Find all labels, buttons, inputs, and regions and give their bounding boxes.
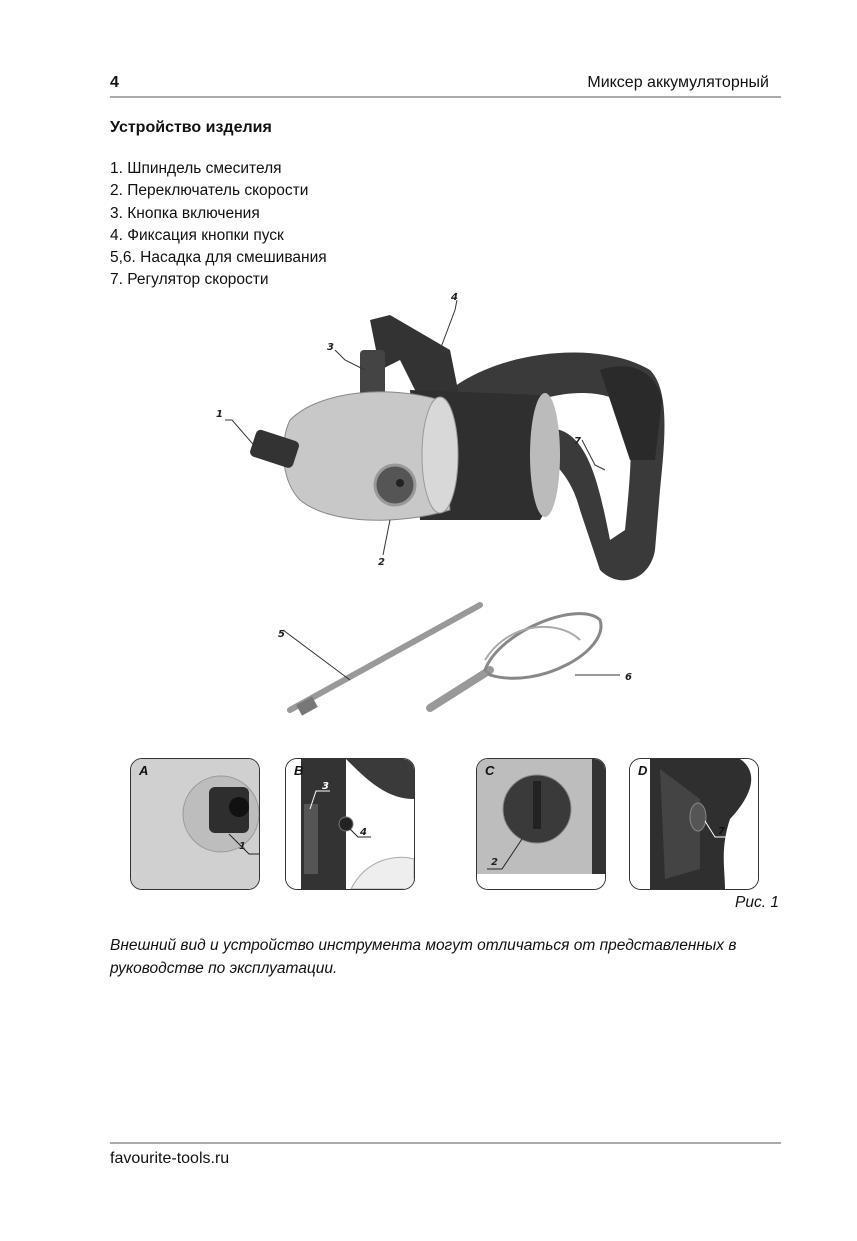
inset-callout: 1 xyxy=(239,841,246,852)
speed-regulator-closeup: 7 xyxy=(630,759,758,889)
inset-c: 2 C xyxy=(476,758,606,890)
mixer-illustration: 1 2 3 4 5 6 7 xyxy=(216,292,665,716)
page-number: 4 xyxy=(110,74,119,91)
spindle-closeup: 1 xyxy=(131,759,259,889)
list-item: 2. Переключатель скорости xyxy=(110,182,309,200)
callout-3: 3 xyxy=(327,342,334,353)
list-item: 3. Кнопка включения xyxy=(110,204,260,222)
inset-callout: 7 xyxy=(718,826,725,837)
list-item: 5,6. Насадка для смешивания xyxy=(110,249,327,267)
list-item: 4. Фиксация кнопки пуск xyxy=(110,226,284,244)
inset-letter: B xyxy=(294,763,304,778)
callout-4: 4 xyxy=(450,292,458,303)
inset-b: 3 4 B xyxy=(285,758,415,890)
speed-switch-closeup: 2 xyxy=(477,759,605,889)
callout-7: 7 xyxy=(574,436,581,447)
inset-callout: 2 xyxy=(491,857,498,868)
disclaimer-note: Внешний вид и устройство инструмента мог… xyxy=(110,937,737,977)
header-divider xyxy=(110,96,781,98)
callout-1: 1 xyxy=(216,409,223,420)
footer-divider xyxy=(110,1142,781,1144)
inset-a: 1 A xyxy=(130,758,260,890)
trigger-closeup: 3 4 xyxy=(286,759,414,889)
inset-callout: 3 xyxy=(322,781,329,792)
inset-letter: D xyxy=(638,763,648,778)
inset-letter: A xyxy=(139,763,149,778)
inset-callout: 4 xyxy=(359,827,367,838)
callout-5: 5 xyxy=(278,629,285,640)
inset-d: 7 D xyxy=(629,758,759,890)
callout-2: 2 xyxy=(378,557,385,568)
footer-website: favourite-tools.ru xyxy=(110,1150,230,1167)
list-item: 7. Регулятор скорости xyxy=(110,271,269,289)
figure-caption: Рис. 1 xyxy=(735,894,779,911)
callout-6: 6 xyxy=(625,672,632,683)
inset-letter: C xyxy=(485,763,495,778)
running-title: Миксер аккумуляторный xyxy=(587,74,769,91)
section-heading: Устройство изделия xyxy=(110,119,272,136)
list-item: 1. Шпиндель смесителя xyxy=(110,160,282,177)
parts-list: 1. Шпиндель смесителя 2. Переключатель с… xyxy=(110,158,327,292)
